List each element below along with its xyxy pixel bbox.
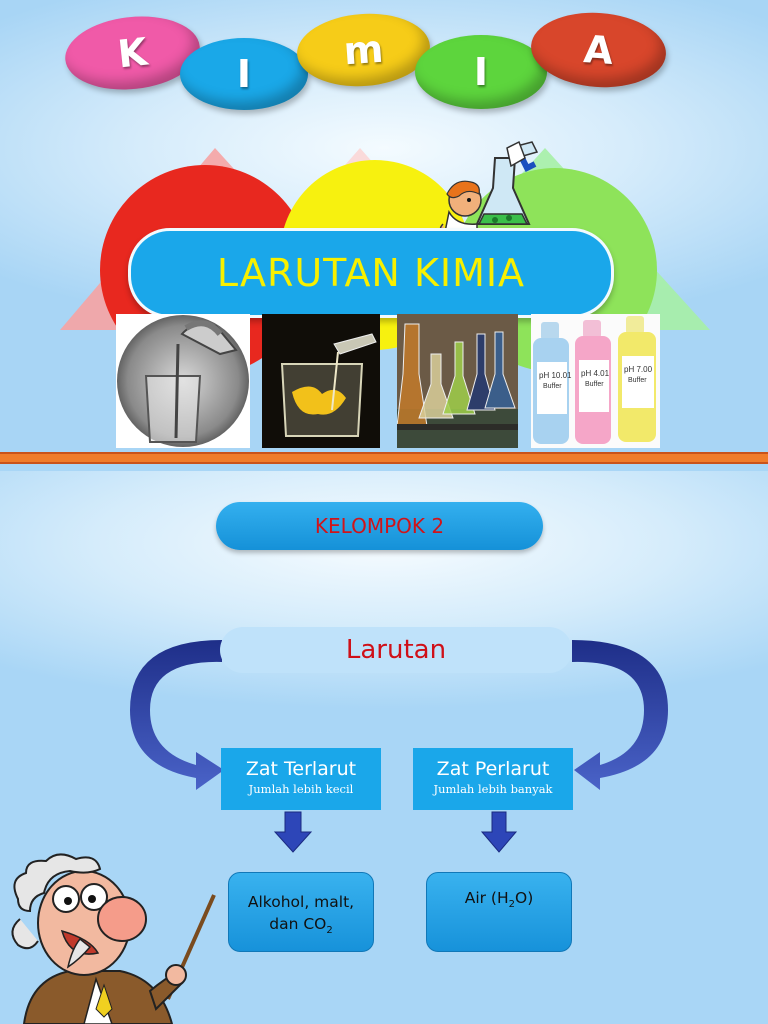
example-solute-line1: Alkohol, malt, bbox=[247, 893, 355, 911]
zat-terlarut-subtitle: Jumlah lebih kecil bbox=[248, 782, 354, 796]
title-bubble-i2: I bbox=[415, 35, 547, 109]
buffer-label-2: pH 4.01 bbox=[581, 369, 610, 378]
buffer-sub-1: Buffer bbox=[543, 383, 562, 390]
example-solute-node: Alkohol, malt, dan CO2 bbox=[228, 872, 374, 952]
buffer-label-3: pH 7.00 bbox=[624, 365, 653, 374]
title-slide: K I M I A LARUTAN KIMIA bbox=[0, 0, 768, 463]
main-title: LARUTAN KIMIA bbox=[216, 251, 526, 295]
slide-divider bbox=[0, 452, 768, 464]
photo-beaker-pouring bbox=[116, 314, 250, 448]
title-bubble-i1: I bbox=[180, 38, 308, 110]
group-label-pill: KELOMPOK 2 bbox=[216, 502, 543, 550]
buffer-sub-2: Buffer bbox=[585, 381, 604, 388]
example-solvent-node: Air (H2O) bbox=[426, 872, 572, 952]
main-title-band: LARUTAN KIMIA bbox=[128, 228, 614, 318]
example-solvent-line1: Air (H2O) bbox=[464, 889, 534, 911]
zat-perlarut-node: Zat Perlarut Jumlah lebih banyak bbox=[413, 748, 573, 810]
photo-lab-flasks bbox=[397, 314, 518, 448]
photo-beaker-yellow-solid bbox=[262, 314, 380, 448]
root-node: Larutan bbox=[220, 627, 572, 673]
buffer-sub-3: Buffer bbox=[628, 377, 647, 384]
example-solute-line2: dan CO2 bbox=[269, 915, 333, 937]
zat-perlarut-title: Zat Perlarut bbox=[436, 758, 550, 780]
zat-perlarut-subtitle: Jumlah lebih banyak bbox=[433, 782, 553, 796]
root-label: Larutan bbox=[345, 635, 447, 665]
group-label: KELOMPOK 2 bbox=[314, 514, 445, 538]
professor-cartoon-icon bbox=[11, 853, 216, 1024]
buffer-label-1: pH 10.01 bbox=[539, 371, 572, 380]
zat-terlarut-title: Zat Terlarut bbox=[245, 758, 357, 780]
photo-ph-buffer-bottles: pH 10.01 Buffer pH 4.01 Buffer pH 7.00 B… bbox=[531, 314, 660, 448]
scientist-cartoon-icon bbox=[439, 140, 561, 235]
zat-terlarut-node: Zat Terlarut Jumlah lebih kecil bbox=[221, 748, 381, 810]
